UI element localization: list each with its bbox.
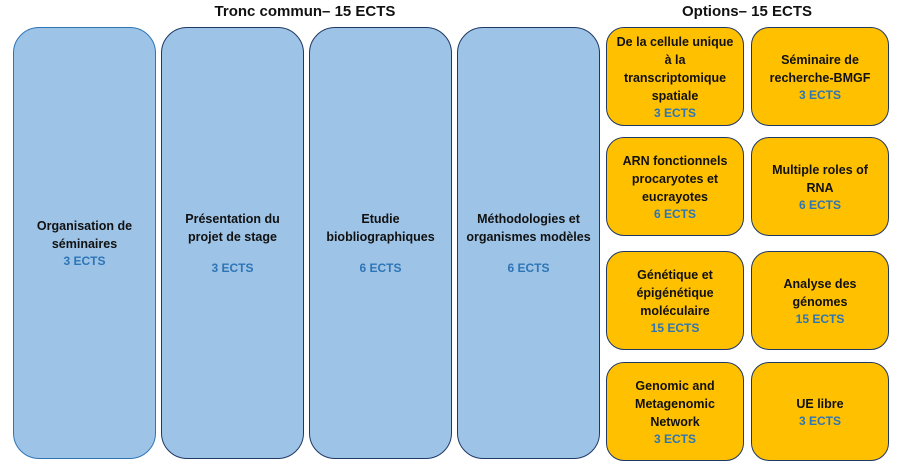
course-title: Présentation du projet de stage <box>185 212 280 244</box>
core-course-3: Etudie biobliographiques 6 ECTS <box>309 27 452 459</box>
course-title: Séminaire de recherche-BMGF <box>769 52 871 85</box>
course-title: Genomic and Metagenomic Network <box>635 378 715 429</box>
course-title: De la cellule unique à la transcriptomiq… <box>616 34 734 103</box>
course-title: Organisation de séminaires <box>36 219 133 251</box>
course-ects: 3 ECTS <box>653 105 696 120</box>
course-ects: 3 ECTS <box>653 431 696 446</box>
course-ects: 3 ECTS <box>63 254 106 268</box>
course-title: Analyse des génomes <box>783 276 857 309</box>
core-course-4: Méthodologies et organismes modèles 6 EC… <box>457 27 600 459</box>
option-course-5: Génétique et épigénétique moléculaire 15 … <box>606 251 744 350</box>
core-course-2: Présentation du projet de stage 3 ECTS <box>161 27 304 459</box>
course-title: Génétique et épigénétique moléculaire <box>636 267 714 318</box>
course-ects: 6 ECTS <box>359 261 402 275</box>
course-ects: 6 ECTS <box>653 206 696 221</box>
options-header: Options– 15 ECTS <box>681 3 813 20</box>
option-course-8: UE libre 3 ECTS <box>751 362 889 461</box>
option-course-3: ARN fonctionnels procaryotes et eucrayot… <box>606 137 744 236</box>
course-ects: 3 ECTS <box>798 87 841 102</box>
course-ects: 3 ECTS <box>798 413 841 428</box>
course-ects: 6 ECTS <box>507 261 550 275</box>
option-course-4: Multiple roles of RNA 6 ECTS <box>751 137 889 236</box>
course-title: Etudie biobliographiques <box>326 212 435 244</box>
course-ects: 3 ECTS <box>211 261 254 275</box>
course-title: UE libre <box>796 396 844 411</box>
core-course-1: Organisation de séminaires 3 ECTS <box>13 27 156 459</box>
option-course-7: Genomic and Metagenomic Network 3 ECTS <box>606 362 744 461</box>
option-course-2: Séminaire de recherche-BMGF 3 ECTS <box>751 27 889 126</box>
course-title: ARN fonctionnels procaryotes et eucrayot… <box>622 153 728 204</box>
option-course-1: De la cellule unique à la transcriptomiq… <box>606 27 744 126</box>
course-ects: 6 ECTS <box>798 197 841 212</box>
course-ects: 15 ECTS <box>795 311 845 326</box>
core-header: Tronc commun– 15 ECTS <box>214 3 396 20</box>
course-title: Multiple roles of RNA <box>772 162 868 195</box>
course-ects: 15 ECTS <box>650 320 700 335</box>
option-course-6: Analyse des génomes 15 ECTS <box>751 251 889 350</box>
course-title: Méthodologies et organismes modèles <box>466 212 591 244</box>
